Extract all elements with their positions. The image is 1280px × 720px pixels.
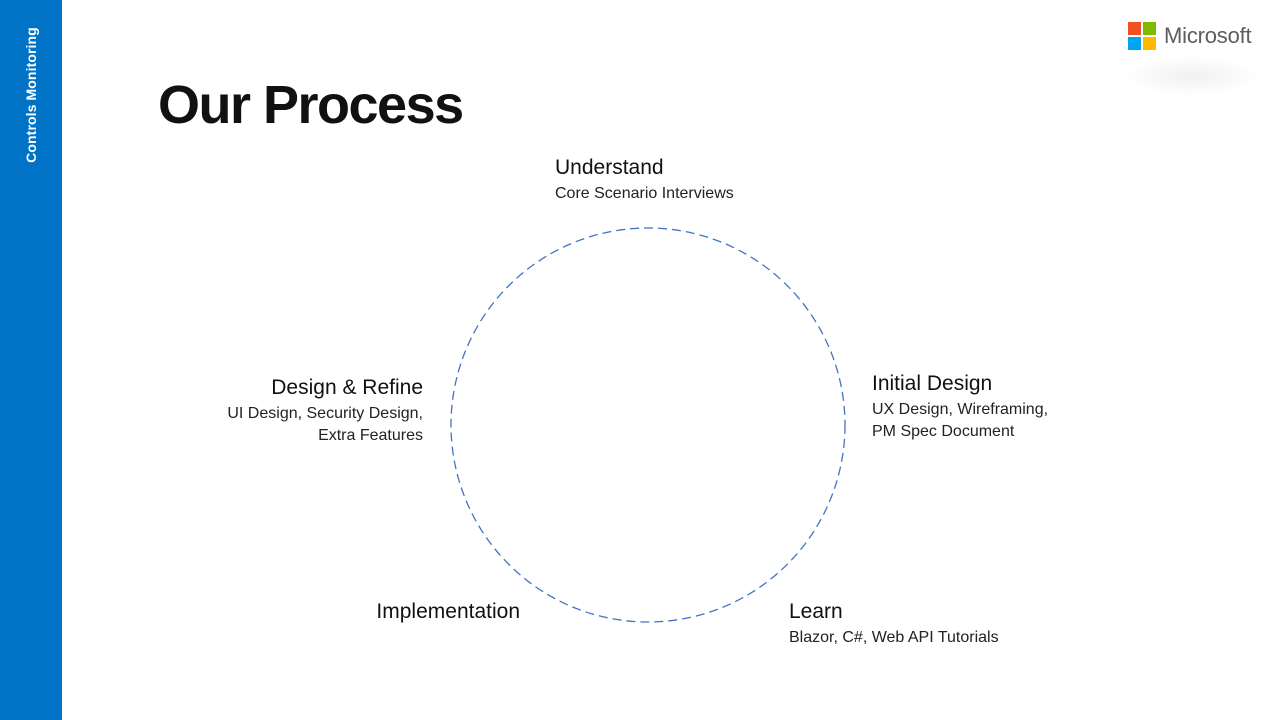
stage-description: Core Scenario Interviews bbox=[555, 185, 734, 202]
stage-initial-design: Initial Design UX Design, Wireframing, P… bbox=[872, 373, 1048, 443]
logo-square-yellow bbox=[1143, 37, 1156, 50]
stage-description: Extra Features bbox=[318, 427, 423, 444]
stage-title: Initial Design bbox=[872, 372, 993, 395]
logo-wordmark: Microsoft bbox=[1164, 23, 1252, 48]
stage-description: UX Design, Wireframing, bbox=[872, 401, 1049, 418]
stage-understand: Understand Core Scenario Interviews bbox=[555, 157, 734, 205]
microsoft-logo: Microsoft bbox=[1128, 22, 1252, 50]
stage-implementation: Implementation bbox=[300, 601, 520, 627]
stage-description: UI Design, Security Design, bbox=[227, 405, 423, 422]
logo-square-green bbox=[1143, 22, 1156, 35]
stage-title: Design & Refine bbox=[271, 376, 423, 399]
logo-shadow bbox=[1122, 56, 1262, 96]
stage-learn: Learn Blazor, C#, Web API Tutorials bbox=[789, 601, 999, 649]
page-title: Our Process bbox=[158, 75, 464, 135]
stage-description: Blazor, C#, Web API Tutorials bbox=[789, 629, 999, 646]
stage-title: Learn bbox=[789, 600, 843, 623]
microsoft-logo-icon bbox=[1128, 22, 1156, 50]
stage-title: Implementation bbox=[376, 600, 520, 623]
stage-title: Understand bbox=[555, 156, 664, 179]
side-bar: Controls Monitoring bbox=[0, 0, 62, 720]
logo-square-blue bbox=[1128, 37, 1141, 50]
stage-design-refine: Design & Refine UI Design, Security Desi… bbox=[160, 377, 423, 447]
cycle-circle bbox=[450, 227, 846, 623]
stage-description: PM Spec Document bbox=[872, 423, 1015, 440]
logo-square-red bbox=[1128, 22, 1141, 35]
